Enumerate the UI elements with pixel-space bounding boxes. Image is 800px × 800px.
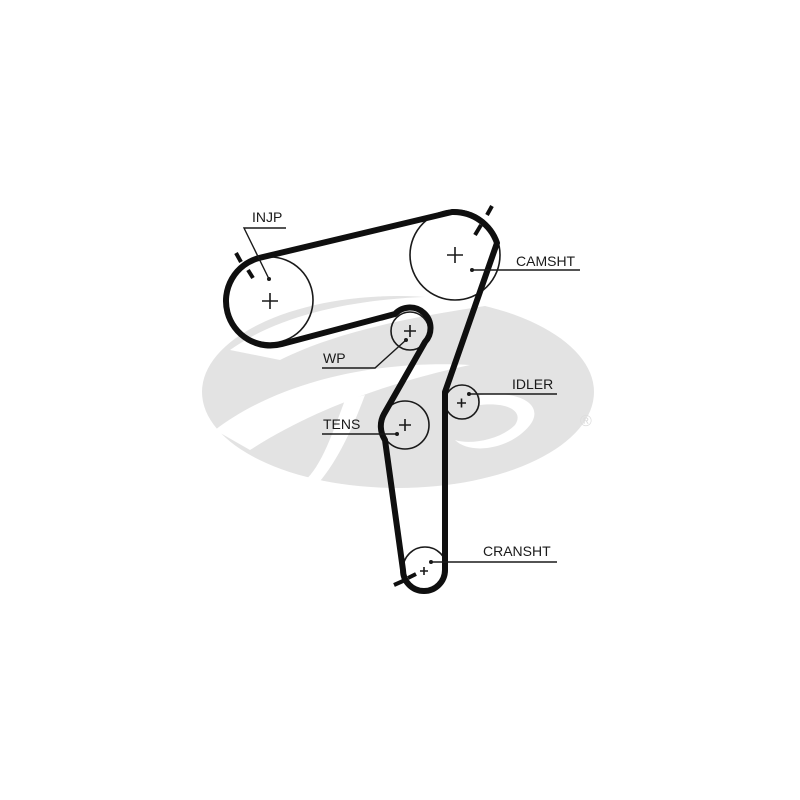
leader-dots — [267, 268, 474, 564]
label-wp: WP — [323, 350, 346, 366]
leader-lines — [242, 227, 580, 563]
logo-stroke-2 — [455, 394, 535, 449]
leader-dot-camsht — [470, 268, 474, 272]
leader-dot-cransht — [429, 560, 433, 564]
leader-injp — [242, 227, 286, 280]
leader-wp — [322, 339, 407, 369]
logo-swoosh-1 — [230, 296, 520, 360]
registered-mark: ® — [580, 413, 592, 430]
center-mark-wp-icon — [404, 325, 416, 337]
center-marks — [262, 247, 466, 575]
timing-marks — [234, 205, 494, 587]
logo-swoosh-2 — [215, 364, 470, 450]
center-mark-idler-icon — [457, 398, 466, 408]
label-camsht: CAMSHT — [516, 253, 576, 269]
timing-mark-cransht-inner — [407, 572, 417, 580]
logo-stroke-1 — [300, 395, 365, 487]
timing-mark-injp-outer — [234, 252, 243, 263]
timing-mark-injp-inner — [246, 268, 255, 280]
timing-belt — [222, 208, 500, 594]
label-cransht: CRANSHT — [483, 543, 551, 559]
leader-dot-tens — [395, 432, 399, 436]
timing-mark-camsht-outer — [485, 205, 494, 216]
leader-dot-wp — [404, 338, 408, 342]
label-injp: INJP — [252, 209, 282, 225]
leader-dot-idler — [467, 392, 471, 396]
label-idler: IDLER — [512, 376, 553, 392]
leader-dot-injp — [267, 277, 271, 281]
timing-mark-camsht-inner — [473, 223, 483, 237]
center-mark-cransht-icon — [420, 567, 428, 575]
timing-mark-cransht-outer — [393, 579, 404, 587]
center-mark-camsht-icon — [447, 247, 463, 263]
center-mark-injp-icon — [262, 293, 278, 309]
center-mark-tens-icon — [399, 419, 411, 431]
label-tens: TENS — [323, 416, 360, 432]
